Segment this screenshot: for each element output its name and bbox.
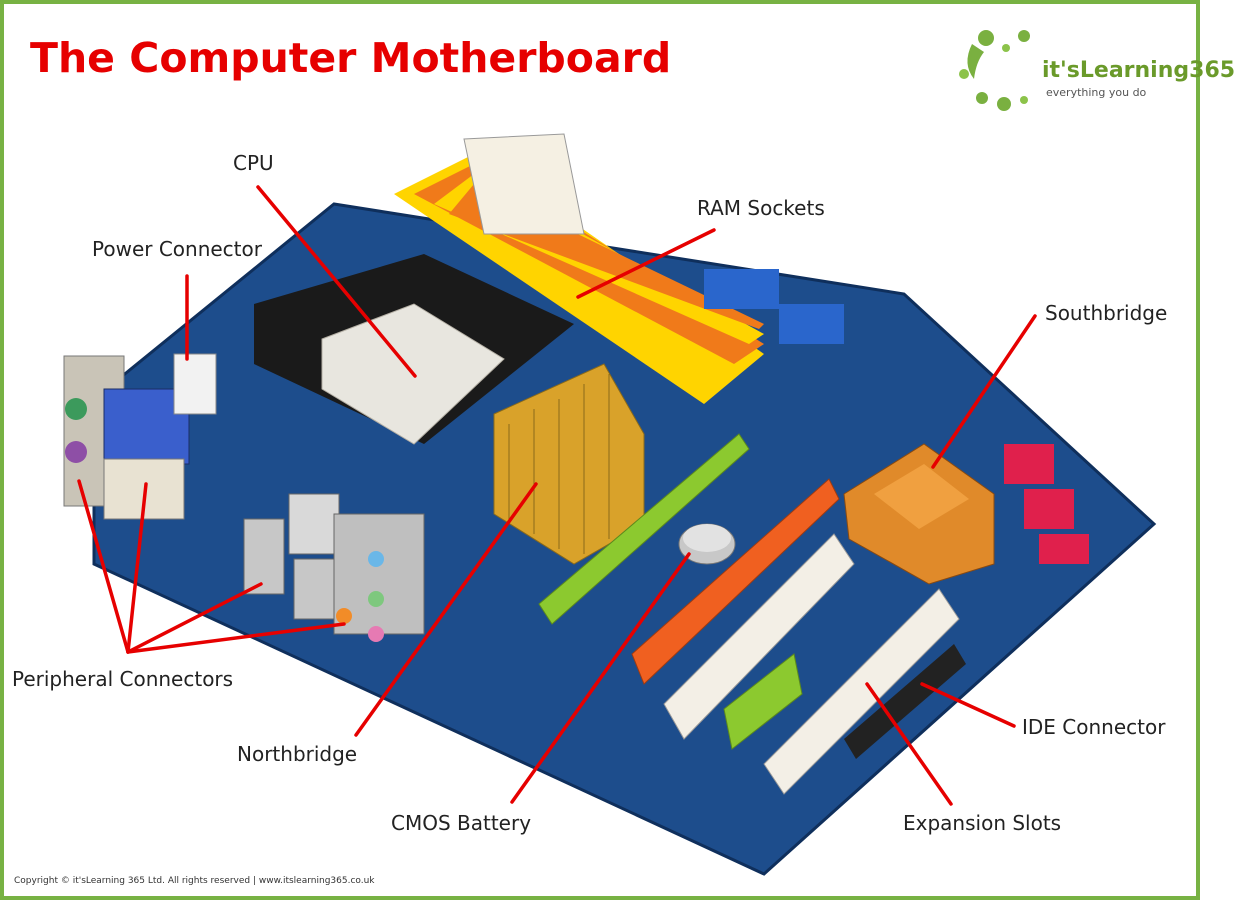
label-power-connector: Power Connector (92, 237, 262, 261)
label-ide-connector: IDE Connector (1022, 715, 1166, 739)
rear-io-panel (63, 355, 425, 642)
label-expansion-slots: Expansion Slots (903, 811, 1062, 835)
southbridge-heatsink (843, 443, 995, 585)
ide-connector-arrow (920, 682, 1016, 728)
logo-dots-icon (959, 30, 1030, 111)
label-peripheral-connectors: Peripheral Connectors (12, 667, 234, 691)
callout-lines (77, 185, 1037, 806)
ide-connector-part (844, 644, 966, 759)
cpu-arrow (256, 185, 417, 378)
label-northbridge: Northbridge (237, 742, 358, 766)
peripheral-arrow-1 (77, 479, 130, 654)
page-title: The Computer Motherboard (30, 34, 672, 82)
logo-text: it'sLearning365 (1042, 58, 1235, 83)
label-cpu: CPU (233, 151, 274, 175)
sata-ports (1004, 444, 1089, 564)
expansion-slots-arrow (865, 682, 953, 806)
pcie-slot-orange (631, 478, 840, 685)
pci-slot-1 (663, 533, 855, 740)
copyright-footer: Copyright © it'sLearning 365 Ltd. All ri… (14, 876, 375, 886)
pci-slot-2 (763, 588, 960, 795)
logo: it'sLearning365 everything you do (954, 24, 1235, 114)
label-cmos-battery: CMOS Battery (391, 811, 532, 835)
cmos-battery-arrow (510, 552, 691, 804)
peripheral-arrow-3 (126, 582, 263, 654)
pcie-slot-green (538, 433, 750, 625)
label-ram-sockets: RAM Sockets (697, 196, 825, 220)
label-southbridge: Southbridge (1045, 301, 1168, 325)
logo-tagline: everything you do (1046, 86, 1147, 99)
ram-arrow (576, 228, 716, 299)
peripheral-arrow-2 (126, 482, 148, 654)
motherboard-illustration (63, 133, 1157, 876)
northbridge-arrow (354, 482, 538, 737)
southbridge-arrow (931, 314, 1037, 469)
peripheral-arrow-4 (126, 622, 346, 654)
power-connector-part (173, 353, 217, 415)
